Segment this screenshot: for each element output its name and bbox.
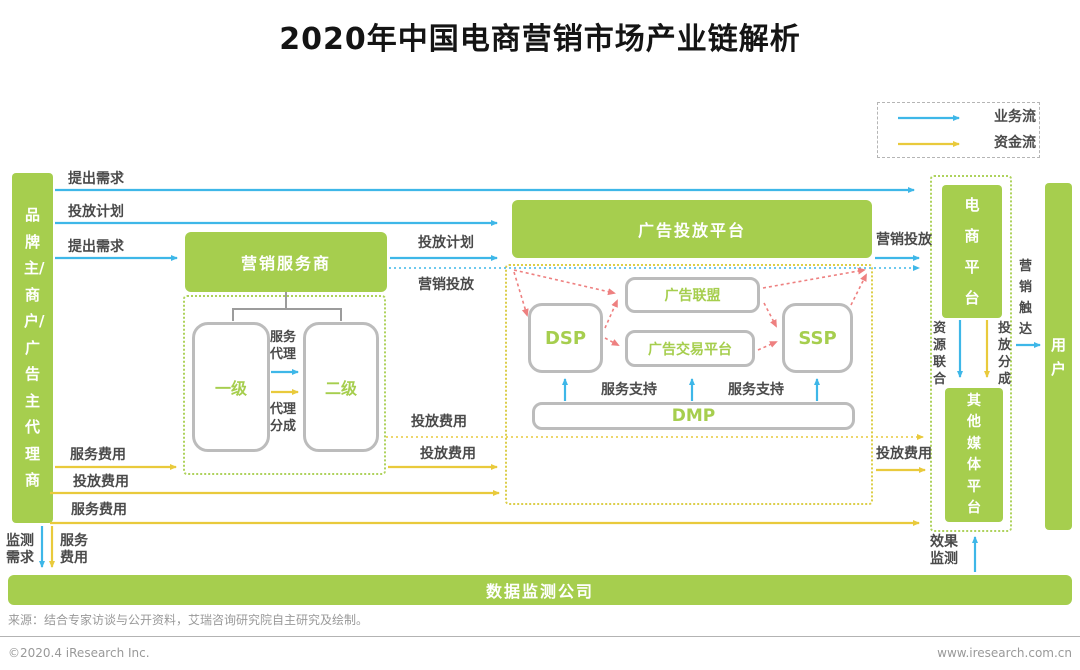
node-tier1-label: 一级 [214,379,247,398]
label-service-support-1: 服务支持 [601,382,657,398]
node-ad-alliance-label: 广告联盟 [664,288,721,304]
label-agency-share: 代理分成 [270,402,297,434]
node-tier2: 二级 [303,322,379,452]
legend-box: 业务流 资金流 [877,102,1040,158]
label-placement-share: 投放分成 [997,321,1011,387]
label-service-support-2: 服务支持 [728,382,784,398]
label-effect-monitor: 效果监测 [930,534,958,567]
platforms-group [930,175,1012,532]
node-dsp: DSP [528,303,603,373]
label-service-fee-3: 服务费用 [60,533,88,566]
label-placement-plan-2: 投放计划 [418,235,474,251]
label-monitor-demand: 监测需求 [6,533,34,566]
label-resource-union: 资源联合 [932,321,946,387]
node-ad-platform: 广告投放平台 [512,200,872,258]
node-dsp-label: DSP [544,327,587,349]
label-marketing-placement-1: 营销投放 [418,277,474,293]
node-user-label: 用户 [1050,335,1066,378]
node-ad-platform-label: 广告投放平台 [637,221,746,240]
footer-website: www.iresearch.com.cn [937,646,1072,660]
page-title: 2020年中国电商营销市场产业链解析 [279,22,801,57]
node-ecommerce-platform-label: 电商平台 [964,195,980,307]
node-ssp: SSP [782,303,853,373]
node-ad-exchange: 广告交易平台 [625,330,755,367]
label-marketing-placement-2: 营销投放 [876,232,932,248]
ad-platform-group [505,264,873,505]
node-marketing-service-provider-label: 营销服务商 [240,254,331,273]
node-ecommerce-platform: 电商平台 [942,185,1002,318]
node-user: 用户 [1045,183,1072,530]
node-dmp-label: DMP [671,406,716,426]
label-placement-fee-mid: 投放费用 [420,446,476,462]
legend-capital-flow-label: 资金流 [994,135,1036,151]
node-other-media-platform: 其他媒体平台 [945,388,1003,522]
node-dmp: DMP [532,402,855,430]
node-marketing-service-provider: 营销服务商 [185,232,387,292]
label-placement-fee-dotted: 投放费用 [411,414,467,430]
label-service-fee-2: 服务费用 [71,502,127,518]
label-service-agency: 服务代理 [270,330,297,362]
label-placement-fee-left: 投放费用 [73,474,129,490]
node-ad-alliance: 广告联盟 [625,277,760,313]
footer-copyright: ©2020.4 iResearch Inc. [8,646,150,660]
node-advertiser-label: 品牌主/商户/广告主代理商 [24,206,45,490]
marketing-service-provider-group [183,295,386,475]
label-marketing-reach: 营销触达 [1018,259,1032,337]
node-advertiser: 品牌主/商户/广告主代理商 [12,173,53,523]
label-propose-demand-2: 提出需求 [68,239,124,255]
legend-business-flow-label: 业务流 [994,109,1036,125]
label-service-fee-1: 服务费用 [70,447,126,463]
label-placement-fee-right: 投放费用 [876,446,932,462]
footer-source: 来源：结合专家访谈与公开资料，艾瑞咨询研究院自主研究及绘制。 [8,613,369,627]
node-tier2-label: 二级 [324,379,357,398]
node-data-monitoring-company-label: 数据监测公司 [485,582,594,601]
node-tier1: 一级 [192,322,270,452]
node-data-monitoring-company: 数据监测公司 [8,575,1072,605]
footer-divider [0,636,1080,637]
node-ad-exchange-label: 广告交易平台 [648,341,732,358]
node-ssp-label: SSP [798,327,837,349]
node-other-media-platform-label: 其他媒体平台 [967,392,981,517]
label-propose-demand-1: 提出需求 [68,171,124,187]
label-placement-plan-1: 投放计划 [68,204,124,220]
